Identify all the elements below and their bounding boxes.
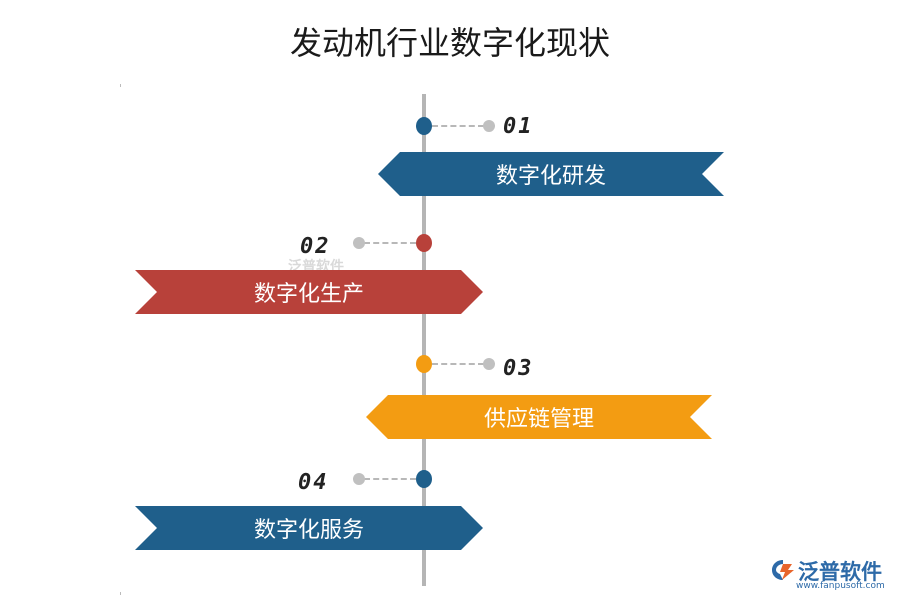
connector-dash-3: [432, 363, 484, 365]
brand-logo: 泛普软件 www.fanpusoft.com: [770, 556, 890, 596]
connector-dash-2: [364, 242, 416, 244]
step-label-2: 数字化生产: [253, 282, 364, 307]
timeline-node-2: [416, 234, 432, 252]
timeline-node-3: [416, 355, 432, 373]
brand-logo-icon: [772, 560, 794, 580]
step-number-4: 04: [298, 470, 329, 495]
brand-name: 泛普软件: [798, 560, 882, 584]
connector-end-dot-4: [353, 473, 365, 485]
step-banner-4: 数字化服务: [135, 506, 483, 550]
connector-dash-4: [364, 478, 416, 480]
connector-end-dot-1: [483, 120, 495, 132]
connector-end-dot-2: [353, 237, 365, 249]
page-title: 发动机行业数字化现状: [289, 24, 610, 62]
connector-dash-1: [432, 125, 484, 127]
step-banner-2: 数字化生产: [135, 270, 483, 314]
timeline-node-1: [416, 117, 432, 135]
connector-end-dot-3: [483, 358, 495, 370]
edge-tick: [120, 592, 121, 595]
step-number-1: 01: [503, 114, 534, 139]
step-number-3: 03: [503, 356, 534, 381]
step-label-1: 数字化研发: [495, 164, 606, 189]
edge-tick: [120, 84, 121, 87]
timeline-spine: [422, 94, 426, 586]
step-label-3: 供应链管理: [483, 407, 594, 432]
timeline-node-4: [416, 470, 432, 488]
step-number-2: 02: [300, 234, 331, 259]
step-banner-1: 数字化研发: [378, 152, 724, 196]
step-banner-3: 供应链管理: [366, 395, 712, 439]
step-label-4: 数字化服务: [253, 518, 364, 543]
brand-url: www.fanpusoft.com: [796, 581, 885, 591]
